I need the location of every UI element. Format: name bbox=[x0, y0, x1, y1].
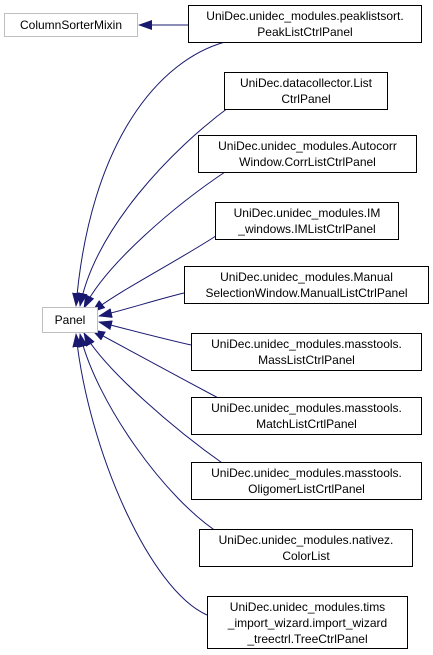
node-oligomer-list-crtl-panel: UniDec.unidec_modules.masstools. Oligome… bbox=[191, 462, 422, 500]
edge-match-to-panel bbox=[91, 329, 223, 401]
node-panel: Panel bbox=[42, 307, 98, 333]
node-corr-list-ctrl-panel: UniDec.unidec_modules.Autocorr Window.Co… bbox=[198, 135, 417, 173]
node-peak-list-ctrl-panel: UniDec.unidec_modules.peaklistsort. Peak… bbox=[188, 5, 422, 43]
edge-mass-to-panel bbox=[98, 320, 192, 346]
node-manual-list-ctrl-panel: UniDec.unidec_modules.Manual SelectionWi… bbox=[184, 266, 429, 304]
edge-autocorr-to-panel bbox=[83, 169, 229, 309]
node-color-list: UniDec.unidec_modules.nativez. ColorList bbox=[199, 529, 413, 567]
edge-tree-to-panel bbox=[72, 333, 208, 616]
node-im-list-ctrl-panel: UniDec.unidec_modules.IM _windows.IMList… bbox=[215, 202, 399, 240]
edge-manual-to-panel bbox=[98, 292, 185, 318]
node-datacollector-list-ctrl-panel: UniDec.datacollector.List CtrlPanel bbox=[224, 72, 388, 110]
node-mass-list-ctrl-panel: UniDec.unidec_modules.masstools. MassLis… bbox=[191, 333, 422, 371]
node-tree-ctrl-panel: UniDec.unidec_modules.tims _import_wizar… bbox=[207, 596, 408, 649]
node-match-list-crtl-panel: UniDec.unidec_modules.masstools. MatchLi… bbox=[191, 397, 422, 435]
edge-im-to-panel bbox=[91, 231, 223, 313]
node-column-sorter-mixin: ColumnSorterMixin bbox=[4, 13, 138, 37]
edge-colorlist-to-panel bbox=[78, 333, 223, 536]
edge-datacollector-to-panel bbox=[77, 104, 233, 307]
edge-oligomer-to-panel bbox=[83, 332, 226, 466]
edge-peak-to-panel bbox=[72, 41, 226, 307]
